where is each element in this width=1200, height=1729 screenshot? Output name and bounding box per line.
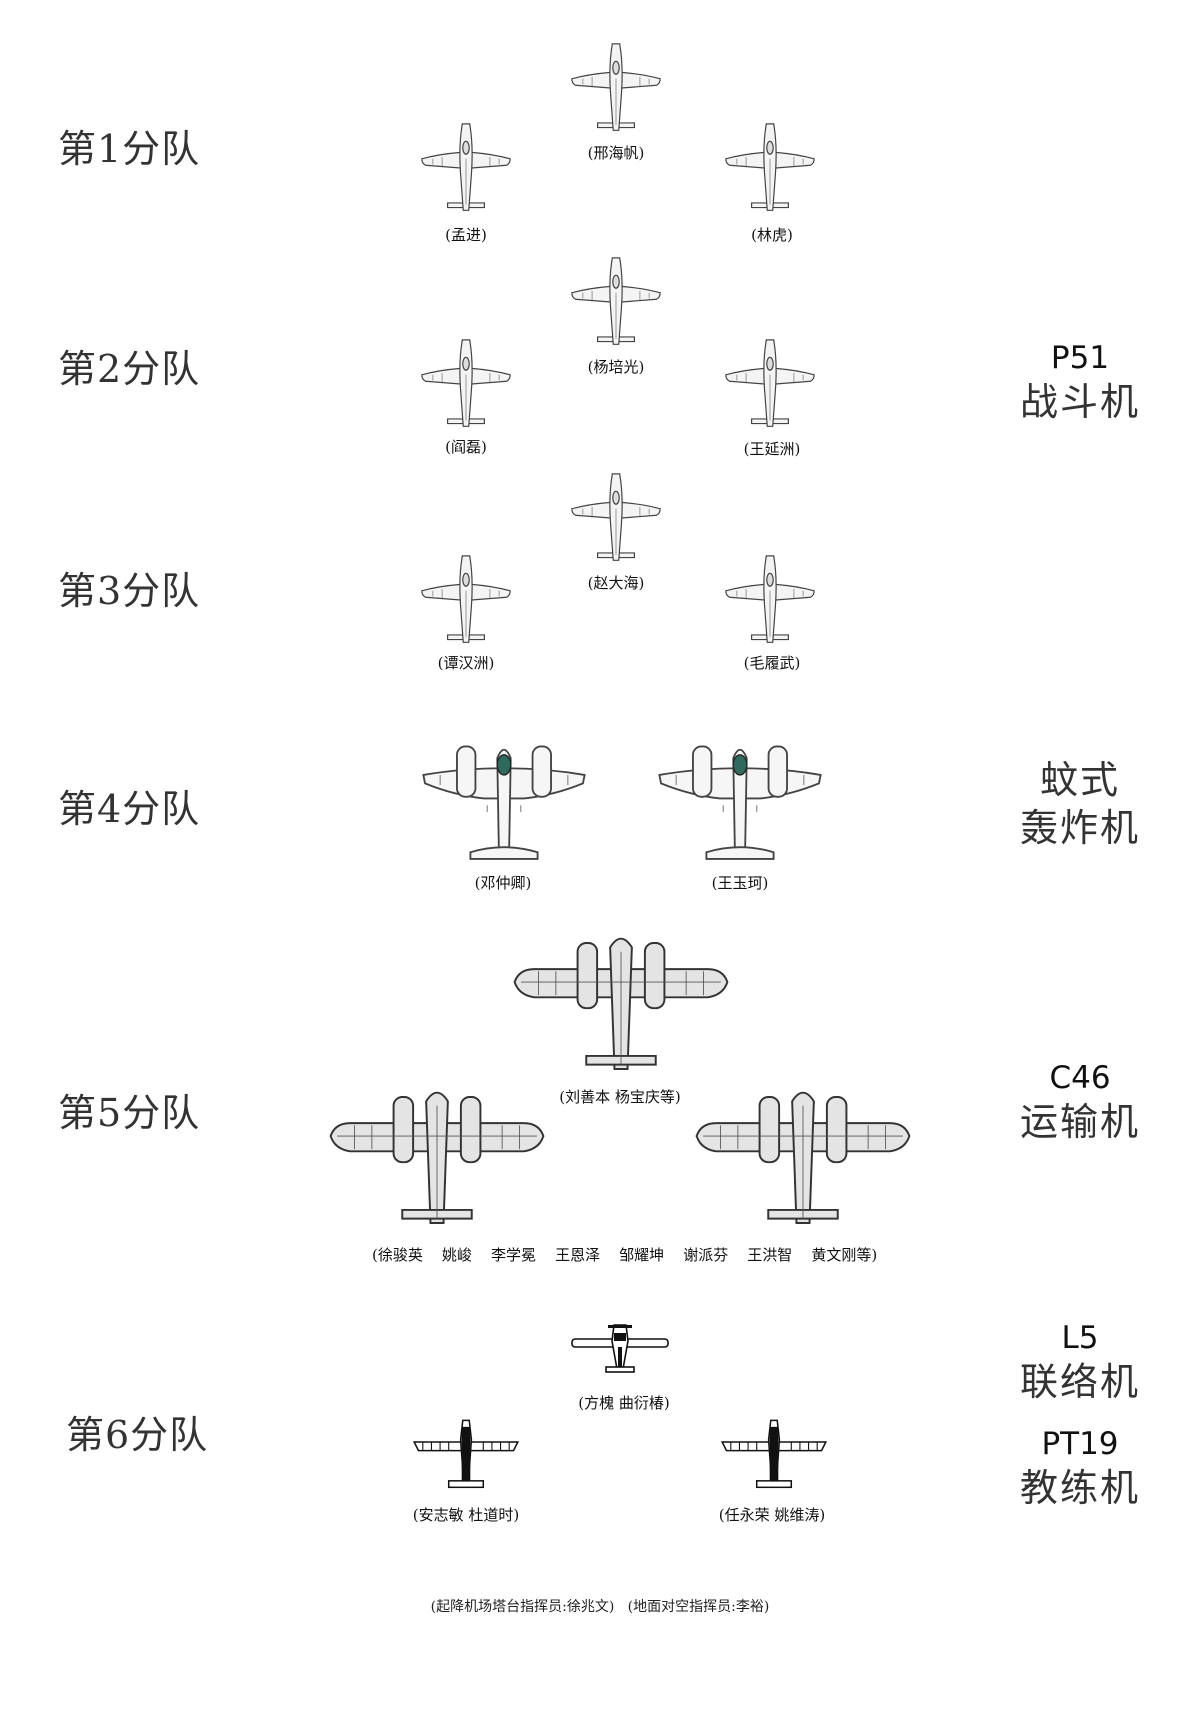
squadron-2-label: 第2分队 xyxy=(58,347,201,391)
mosquito-bomber-icon xyxy=(656,738,824,864)
pt19-name: 教练机 xyxy=(1019,1466,1140,1510)
mosquito-bomber-icon xyxy=(420,738,588,864)
c46-transport-icon xyxy=(694,1084,912,1236)
p51-fighter-icon xyxy=(568,472,664,564)
commanders-footer: (起降机场塔台指挥员:徐兆文) (地面对空指挥员:李裕) xyxy=(430,1599,770,1615)
c46-type-label: C46 运输机 xyxy=(990,1058,1170,1146)
p51-fighter-icon xyxy=(418,122,514,214)
pilot-label: (邓仲卿) xyxy=(474,874,532,892)
mosquito-type-label: 蚊式 轰炸机 xyxy=(990,756,1170,852)
p51-type-label: P51 战斗机 xyxy=(990,338,1170,426)
squadron-4-label: 第4分队 xyxy=(58,787,201,831)
p51-fighter-icon xyxy=(722,554,818,646)
crew-list: (徐骏英 姚峻 李学冕 王恩泽 邹耀坤 谢派芬 王洪智 黄文刚等) xyxy=(372,1246,878,1264)
p51-code: P51 xyxy=(1050,340,1110,376)
pilot-label: (毛履武) xyxy=(743,654,801,672)
pilot-label: (杨培光) xyxy=(587,358,645,376)
pt19-code: PT19 xyxy=(1041,1426,1119,1462)
l5-code: L5 xyxy=(1061,1320,1099,1356)
pilot-label: (王玉珂) xyxy=(711,874,769,892)
pilot-label: (谭汉洲) xyxy=(437,654,495,672)
pilot-label: (赵大海) xyxy=(587,574,645,592)
p51-fighter-icon xyxy=(722,338,818,430)
pilot-label: (林虎) xyxy=(751,226,793,244)
squadron-1-label: 第1分队 xyxy=(58,127,201,171)
c46-name: 运输机 xyxy=(1019,1100,1140,1144)
squadron-6-label: 第6分队 xyxy=(66,1413,209,1457)
p51-fighter-icon xyxy=(722,122,818,214)
squadron-3-label: 第3分队 xyxy=(58,569,201,613)
l5-type-label: L5 联络机 xyxy=(990,1318,1170,1406)
p51-fighter-icon xyxy=(568,42,664,134)
pilot-label: (孟进) xyxy=(445,226,487,244)
l5-name: 联络机 xyxy=(1019,1360,1140,1404)
c46-transport-icon xyxy=(512,930,730,1082)
l5-liaison-icon xyxy=(570,1318,670,1380)
pilot-label: (任永荣 姚维涛) xyxy=(718,1506,826,1524)
c46-code: C46 xyxy=(1049,1060,1111,1096)
pilot-label: (阎磊) xyxy=(445,438,487,456)
pilot-label: (方槐 曲衍椿) xyxy=(578,1394,670,1412)
mosquito-name-line1: 蚊式 xyxy=(1039,758,1120,802)
p51-fighter-icon xyxy=(568,256,664,348)
p51-fighter-icon xyxy=(418,338,514,430)
pt19-trainer-icon xyxy=(720,1418,828,1494)
pilot-label: (安志敏 杜道时) xyxy=(412,1506,520,1524)
pilot-label: (王延洲) xyxy=(743,440,801,458)
pilot-label: (刘善本 杨宝庆等) xyxy=(559,1088,681,1106)
p51-fighter-icon xyxy=(418,554,514,646)
pilot-label: (邢海帆) xyxy=(587,144,645,162)
mosquito-name-line2: 轰炸机 xyxy=(1019,806,1140,850)
squadron-5-label: 第5分队 xyxy=(58,1091,201,1135)
pt19-trainer-icon xyxy=(412,1418,520,1494)
c46-transport-icon xyxy=(328,1084,546,1236)
pt19-type-label: PT19 教练机 xyxy=(990,1424,1170,1512)
p51-name: 战斗机 xyxy=(1019,380,1140,424)
